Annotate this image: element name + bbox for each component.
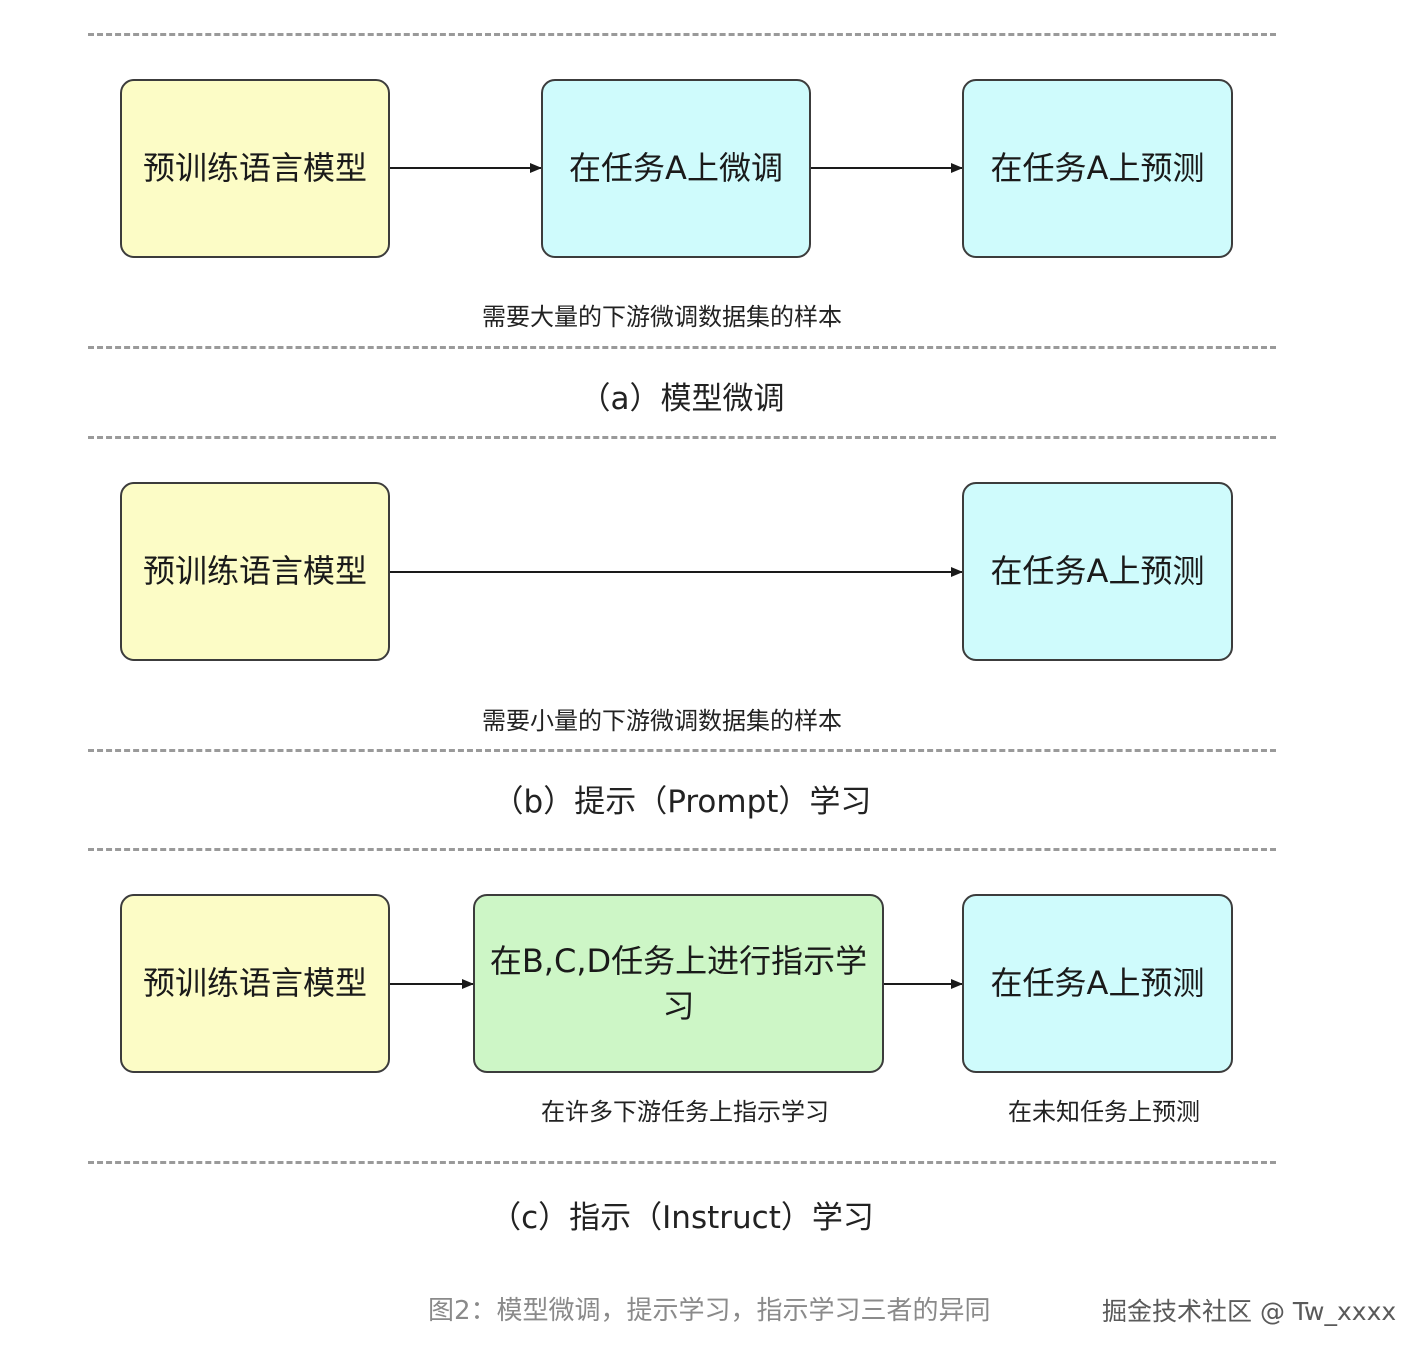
predict-box-b: 在任务A上预测	[962, 482, 1233, 661]
divider-line	[88, 749, 1276, 752]
panel-label-a: （a）模型微调	[579, 381, 785, 417]
panel-label-b: （b）提示（Prompt）学习	[492, 784, 872, 820]
instruct-box-c: 在B,C,D任务上进行指示学习	[473, 894, 884, 1073]
divider-line	[88, 1161, 1276, 1164]
note-c-instruct: 在许多下游任务上指示学习	[541, 1098, 829, 1126]
figure-caption: 图2：模型微调，提示学习，指示学习三者的异同	[428, 1296, 991, 1326]
divider-line	[88, 33, 1276, 36]
pretrain-box-b: 预训练语言模型	[120, 482, 390, 661]
pretrain-box-a: 预训练语言模型	[120, 79, 390, 258]
watermark: 掘金技术社区 @ Tw_xxxx	[1102, 1297, 1397, 1326]
note-c-predict: 在未知任务上预测	[1008, 1098, 1200, 1126]
divider-line	[88, 436, 1276, 439]
panel-label-c: （c）指示（Instruct）学习	[490, 1200, 874, 1236]
pretrain-box-c: 预训练语言模型	[120, 894, 390, 1073]
predict-box-a: 在任务A上预测	[962, 79, 1233, 258]
finetune-box-a: 在任务A上微调	[541, 79, 811, 258]
note-b: 需要小量的下游微调数据集的样本	[482, 707, 842, 735]
divider-line	[88, 346, 1276, 349]
note-a: 需要大量的下游微调数据集的样本	[482, 303, 842, 331]
predict-box-c: 在任务A上预测	[962, 894, 1233, 1073]
divider-line	[88, 848, 1276, 851]
